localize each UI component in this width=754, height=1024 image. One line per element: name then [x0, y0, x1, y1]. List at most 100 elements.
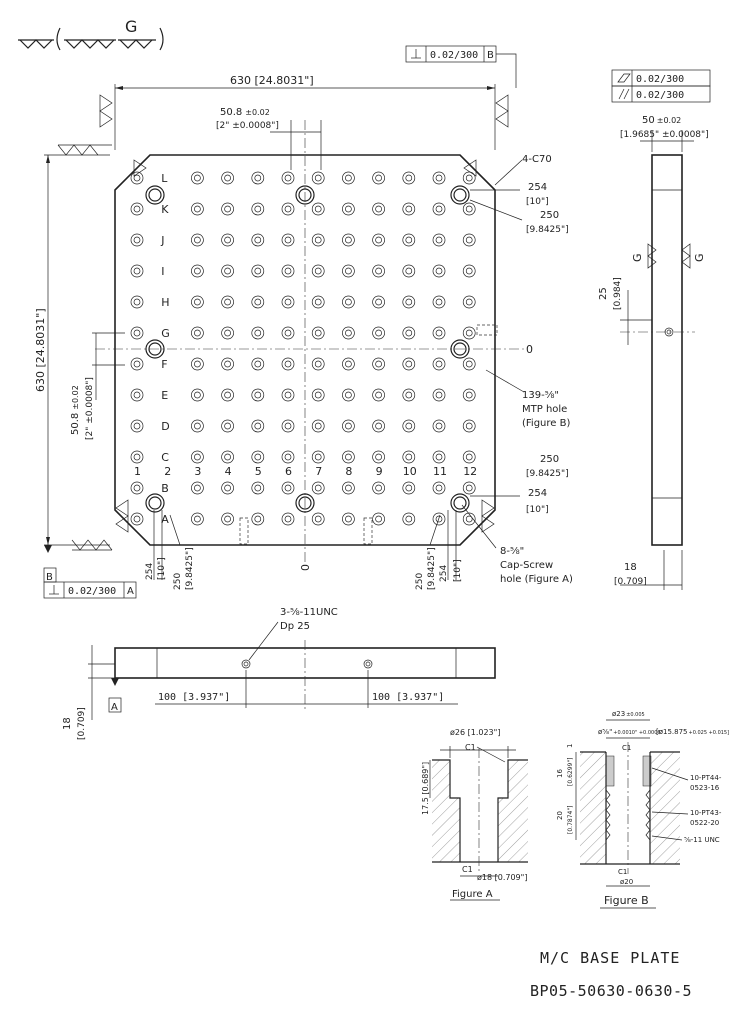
col-label: 4	[225, 465, 232, 478]
svg-text:A: A	[111, 702, 118, 713]
mtp-hole-inner	[224, 174, 231, 182]
mtp-hole-inner	[314, 267, 322, 275]
mtp-hole-inner	[314, 391, 322, 399]
mtp-hole	[281, 512, 295, 526]
mtp-hole	[191, 233, 204, 247]
mtp-hole-inner	[465, 391, 473, 399]
mtp-hole	[372, 388, 385, 402]
mtp-hole	[342, 202, 355, 216]
svg-text:18: 18	[62, 717, 73, 730]
tolerance-frame-top: 0.02/300 B	[405, 45, 517, 88]
mtp-hole	[130, 326, 144, 340]
mtp-hole-inner	[375, 298, 382, 306]
cap-screw-hole	[450, 339, 470, 359]
svg-text:18: 18	[624, 562, 637, 573]
svg-text:B: B	[46, 572, 53, 583]
mtp-hole-inner	[345, 329, 352, 337]
mtp-hole-inner	[133, 360, 141, 368]
svg-text:[9.8425"]: [9.8425"]	[526, 469, 569, 479]
mtp-hole-inner	[375, 329, 382, 337]
svg-text:B: B	[487, 50, 494, 61]
mtp-hole	[130, 295, 144, 309]
mtp-hole-inner	[435, 205, 443, 213]
svg-text:250: 250	[415, 573, 425, 590]
cap-screw-hole	[450, 185, 470, 205]
mtp-hole-inner	[405, 391, 413, 399]
svg-text:[9.8425"]: [9.8425"]	[526, 225, 569, 235]
svg-text:⅝-11 UNC: ⅝-11 UNC	[684, 836, 720, 844]
mtp-hole-inner	[254, 236, 262, 244]
mtp-hole-inner	[435, 391, 443, 399]
svg-text:50.8±0.02: 50.8±0.02	[70, 385, 81, 435]
mtp-hole-inner	[465, 267, 473, 275]
mtp-hole	[372, 326, 385, 340]
svg-text:[10"]: [10"]	[526, 505, 549, 515]
mtp-hole	[462, 295, 476, 309]
mtp-hole-inner	[194, 453, 201, 461]
mtp-hole	[130, 512, 144, 526]
svg-text:250: 250	[173, 573, 183, 590]
mtp-hole-inner	[254, 174, 262, 182]
mtp-hole	[281, 295, 295, 309]
mtp-hole-inner	[405, 453, 413, 461]
front-view: 3-⅝-11UNC Dp 25 100 [3.937"] 100 [3.937"…	[62, 607, 496, 740]
mtp-hole	[462, 481, 476, 495]
mtp-hole-inner	[465, 453, 473, 461]
cap-screw-hole	[145, 339, 165, 359]
mtp-hole	[251, 357, 265, 371]
cap-screw-hole	[145, 493, 165, 513]
mtp-hole	[462, 419, 476, 433]
row-label: K	[161, 203, 169, 216]
mtp-hole	[342, 295, 355, 309]
mtp-hole-inner	[465, 236, 473, 244]
row-label: J	[160, 234, 164, 247]
svg-text:[1.9685" ±0.0008"]: [1.9685" ±0.0008"]	[620, 130, 709, 140]
mtp-hole	[462, 171, 476, 185]
mtp-hole	[281, 450, 295, 464]
mtp-hole	[462, 388, 476, 402]
mtp-hole-inner	[194, 236, 201, 244]
mtp-hole	[191, 388, 204, 402]
mtp-hole-inner	[224, 298, 231, 306]
mtp-hole	[221, 171, 234, 185]
mtp-hole-inner	[194, 298, 201, 306]
cap-screw-hole	[295, 185, 315, 205]
mtp-hole	[281, 233, 295, 247]
mtp-hole-inner	[133, 391, 141, 399]
mtp-hole	[221, 388, 234, 402]
mtp-hole	[191, 450, 204, 464]
mtp-hole	[342, 171, 355, 185]
mtp-hole-inner	[194, 515, 201, 523]
mtp-hole-inner	[345, 267, 352, 275]
svg-text:1: 1	[566, 744, 574, 748]
mtp-hole	[372, 450, 385, 464]
mtp-hole-inner	[405, 360, 413, 368]
mtp-hole	[130, 171, 144, 185]
mtp-hole	[432, 264, 446, 278]
mtp-hole-inner	[375, 236, 382, 244]
mtp-hole	[342, 450, 355, 464]
mtp-hole	[281, 481, 295, 495]
mtp-hole-inner	[224, 391, 231, 399]
mtp-hole-inner	[284, 360, 292, 368]
mtp-hole	[221, 512, 234, 526]
mtp-hole-inner	[465, 360, 473, 368]
mtp-hole	[281, 171, 295, 185]
mtp-hole-inner	[284, 515, 292, 523]
svg-text:ø20: ø20	[620, 878, 633, 886]
cap-screw-hole	[298, 496, 312, 510]
mtp-hole-inner	[405, 205, 413, 213]
width-dimension: 630 [24.8031"]	[230, 74, 314, 87]
mtp-hole-inner	[224, 422, 231, 430]
svg-text:50±0.02: 50±0.02	[642, 115, 681, 126]
mtp-hole-inner	[375, 391, 382, 399]
svg-text:[2" ±0.0008"]: [2" ±0.0008"]	[216, 121, 279, 131]
svg-text:[10"]: [10"]	[526, 197, 549, 207]
svg-text:Dp 25: Dp 25	[280, 621, 310, 632]
row-label: C	[161, 451, 169, 464]
mtp-hole-inner	[345, 236, 352, 244]
mtp-hole	[130, 264, 144, 278]
mtp-hole-inner	[375, 484, 382, 492]
mtp-hole	[221, 481, 234, 495]
mtp-hole	[372, 202, 385, 216]
